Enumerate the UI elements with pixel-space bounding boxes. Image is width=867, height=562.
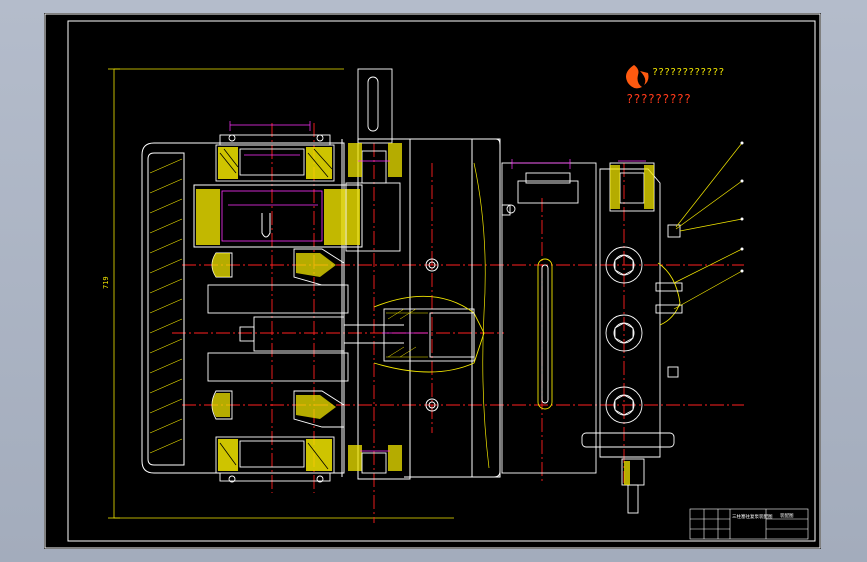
flame-logo-icon — [626, 65, 649, 89]
watermark: ???????????? ????????? — [626, 65, 724, 106]
pump-valve-head — [581, 162, 683, 514]
watermark-line-2: ????????? — [626, 92, 691, 106]
crankcase-bolts — [425, 258, 439, 412]
inner-sheet-border — [67, 20, 816, 542]
crosshead-plunger — [239, 295, 485, 373]
title-block — [689, 508, 809, 540]
crank-throws — [207, 248, 349, 428]
cad-drawing-viewport[interactable]: 719 — [44, 13, 821, 549]
bottom-bearing-assembly — [215, 436, 335, 483]
outer-sheet-border — [44, 13, 821, 549]
input-shaft — [345, 68, 402, 474]
top-bearing-assembly — [215, 134, 335, 182]
center-lines — [172, 123, 744, 523]
watermark-line-1: ???????????? — [652, 67, 724, 78]
crankcase-right-wall — [471, 138, 501, 478]
title-block-drawing-number: 装配图 — [780, 512, 794, 519]
overall-dimension-frame — [108, 68, 454, 519]
assembly-drawing: 719 — [44, 13, 821, 549]
part-leader-dots — [740, 141, 744, 273]
dimension-annotations — [228, 121, 646, 452]
pump-cylinder-block — [501, 162, 597, 474]
crankshaft-drum — [193, 184, 363, 248]
left-end-cover — [147, 152, 185, 466]
overall-height-dimension: 719 — [102, 276, 110, 289]
part-leaders — [673, 142, 743, 310]
title-block-drawing-title: 三柱塞往复泵装配图 — [732, 513, 773, 520]
